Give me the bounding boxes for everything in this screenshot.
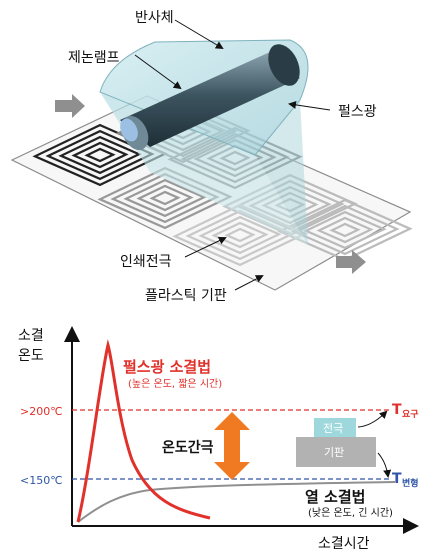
label-printed-electrode: 인쇄전극 <box>120 254 172 270</box>
electrode-coil-ring <box>123 178 207 218</box>
pulse-light-method-title: 펄스광 소결법 <box>123 358 211 376</box>
electrode-coil-ring <box>198 215 282 255</box>
sintering-apparatus-illustration: 반사체 제논램프 펄스광 인쇄전극 플라스틱 기판 <box>10 10 413 304</box>
pulse-light-beam-side <box>255 100 308 245</box>
thermal-sintering-curve <box>77 481 396 523</box>
feed-out-arrow <box>336 250 366 274</box>
electrode-coil-ring <box>136 184 194 212</box>
electrode-coil-ring <box>224 227 256 243</box>
xenon-lamp-tube <box>120 44 300 151</box>
inset-substrate-label: 기판 <box>324 446 344 459</box>
inset-electrode-pointer <box>357 410 388 428</box>
thermal-method-title: 열 소결법 <box>305 488 365 506</box>
label-xenon-lamp: 제논램프 <box>68 50 120 66</box>
electrode-coil-ring <box>329 222 361 238</box>
y-axis-label-line1: 소결 <box>18 328 44 344</box>
electrode-coil-ring <box>84 147 116 163</box>
substrate-leader <box>234 275 264 291</box>
xenon-lamp-leader <box>134 54 182 90</box>
label-reflector: 반사체 <box>135 10 174 26</box>
electrode-coil-ring <box>45 129 155 181</box>
t-required-symbol: T <box>392 402 402 418</box>
electrode-coil-ring <box>316 216 374 244</box>
t-deformation-symbol: T <box>392 471 402 487</box>
pulse-light-method-subtitle: (높은 온도, 짧은 시간) <box>128 378 222 390</box>
label-pulse-light: 펄스광 <box>338 104 377 120</box>
feed-in-arrow <box>55 94 85 118</box>
electrode-coil-ring <box>58 135 142 175</box>
inset-electrode-label: 전극 <box>323 422 343 435</box>
x-axis-label: 소결시간 <box>318 536 370 552</box>
temperature-gap-arrow <box>214 412 250 480</box>
pulse-light-leader <box>288 100 331 111</box>
inset-substrate-pointer <box>377 452 392 478</box>
t-deformation-subscript: 변형 <box>402 477 419 489</box>
t-required-subscript: 요구 <box>402 409 419 420</box>
thermal-method-subtitle: (낮은 온도, 긴 시간) <box>308 507 393 519</box>
temperature-time-chart: 소결 온도 소결시간 >200℃ <150℃ T 요구 T 변형 펄스광 소결법… <box>18 326 419 552</box>
temperature-gap-label: 온도간극 <box>162 439 214 456</box>
inset-substrate-block <box>296 437 376 467</box>
electrode-coil-ring <box>71 141 129 169</box>
electrode-coil-ring <box>211 221 269 249</box>
tick-label-150c: <150℃ <box>20 474 63 487</box>
y-axis-label-line2: 온도 <box>18 348 44 364</box>
tick-label-200c: >200℃ <box>20 405 63 418</box>
electrode-coil-ring <box>149 190 181 206</box>
label-plastic-substrate: 플라스틱 기판 <box>145 288 227 304</box>
reflector-leader <box>174 19 224 50</box>
pulse-light-sintering-curve <box>76 339 211 523</box>
electrode-leader <box>184 236 227 258</box>
inset-electrode-block <box>314 418 356 437</box>
